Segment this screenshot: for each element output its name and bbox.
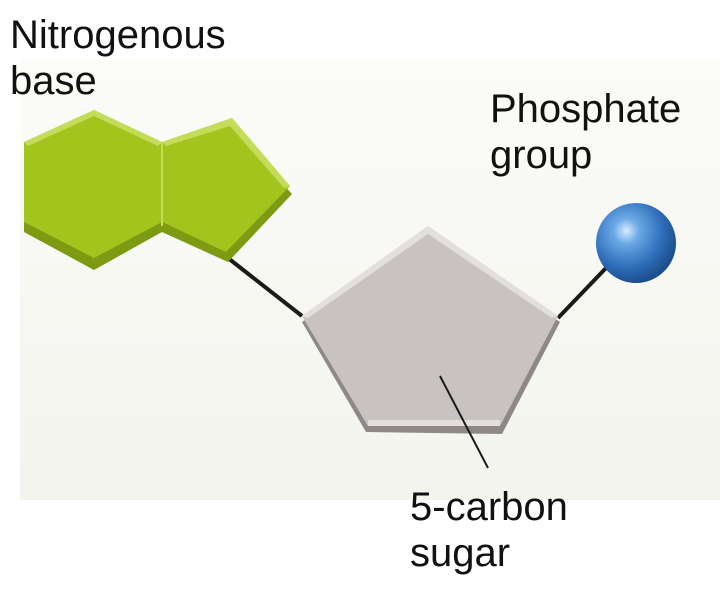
sugar-leader-line — [439, 375, 489, 469]
base-hexagon — [24, 110, 162, 258]
base-pentagon-highlight — [162, 118, 290, 188]
sugar-bottom-highlight — [368, 420, 500, 426]
phosphate-sphere — [596, 203, 676, 283]
nitrogenous-base-label-line1: Nitrogenous — [10, 13, 226, 57]
five-carbon-sugar-label: 5-carbon sugar — [410, 484, 568, 576]
phosphate-group-label-line2: group — [490, 133, 593, 177]
five-carbon-sugar-label-line2: sugar — [410, 531, 511, 575]
base-sugar-bond — [226, 256, 304, 318]
sugar-shape — [302, 226, 560, 434]
sugar-phosphate-bond — [556, 266, 608, 320]
nitrogenous-base-shape — [24, 110, 292, 270]
five-carbon-sugar-label-line1: 5-carbon — [410, 485, 568, 529]
nitrogenous-base-label: Nitrogenous base — [10, 12, 226, 104]
phosphate-group-label-line1: Phosphate — [490, 87, 682, 131]
phosphate-group-label: Phosphate group — [490, 86, 681, 178]
nitrogenous-base-label-line2: base — [10, 59, 97, 103]
